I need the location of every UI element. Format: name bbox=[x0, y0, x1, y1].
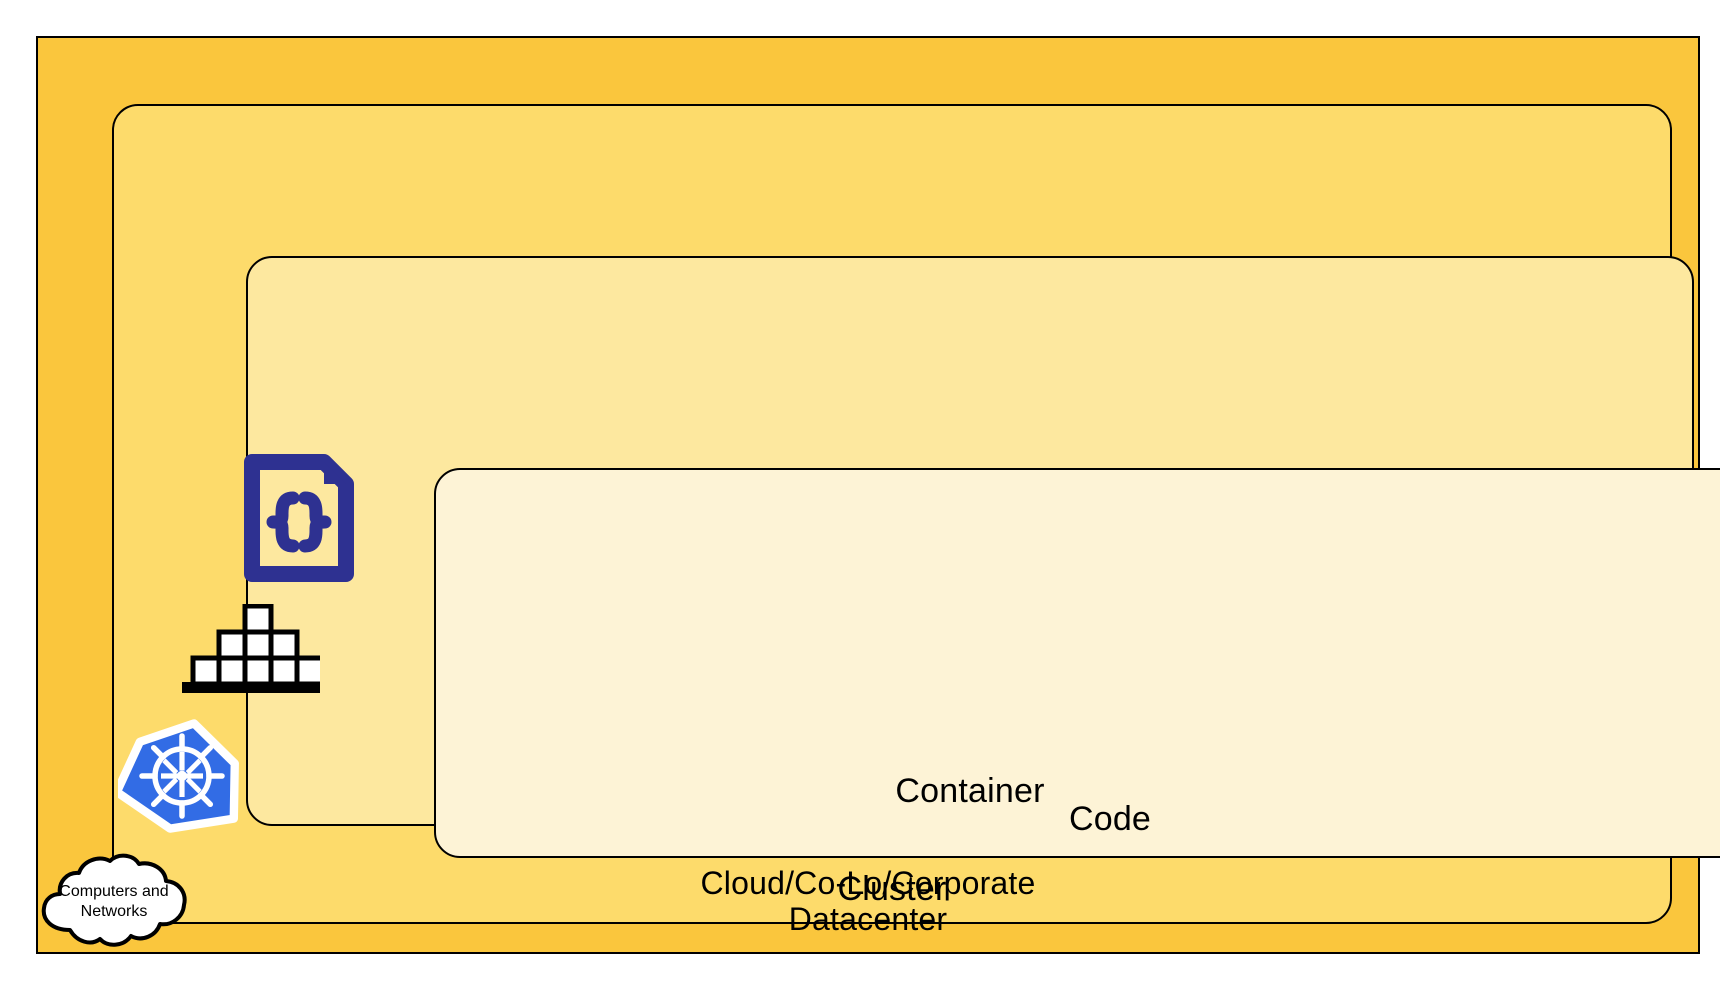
layer-cluster[interactable]: Code Container Cluster bbox=[112, 104, 1720, 924]
layer-label-cluster: Cluster bbox=[837, 869, 947, 908]
code-file-braces-icon bbox=[240, 452, 358, 584]
layer-label-code: Code bbox=[1068, 799, 1152, 838]
layer-container[interactable]: Code Container bbox=[246, 256, 1720, 858]
container-boxes-icon bbox=[182, 603, 326, 694]
layer-datacenter[interactable]: Code Container Cluster Cloud/Co-Lo/Corpo… bbox=[36, 36, 1720, 954]
layer-code[interactable]: Code bbox=[434, 468, 1720, 858]
kubernetes-helm-icon bbox=[112, 712, 246, 840]
computers-and-networks-cloud[interactable]: Computers and Networks bbox=[34, 852, 194, 952]
